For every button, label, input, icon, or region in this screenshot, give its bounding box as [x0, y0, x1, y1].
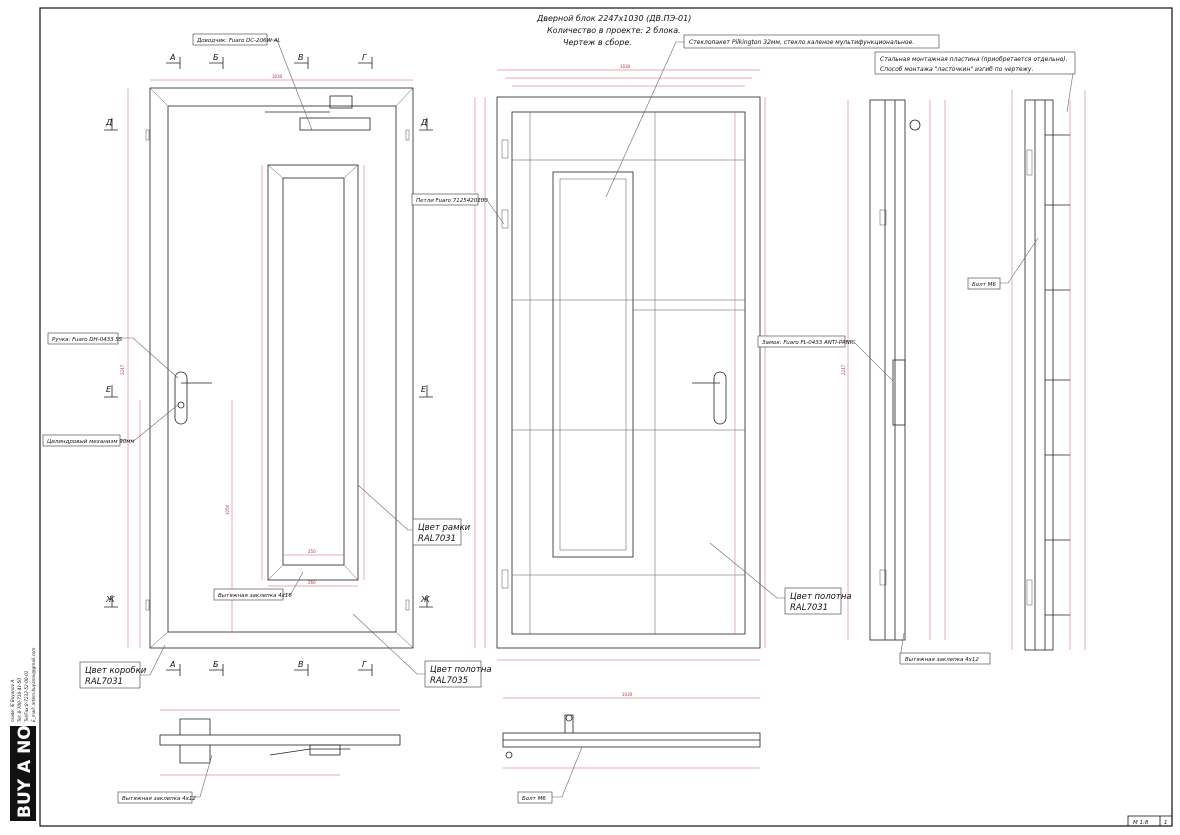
sheet-number: 1	[1164, 820, 1168, 826]
svg-text:Г: Г	[362, 660, 367, 669]
svg-text:Е: Е	[421, 385, 427, 394]
callout-hinges: Петли Fuaro 7125420100	[416, 198, 488, 204]
callout-lock: Замок: Fuaro FL-0433 ANTI-PANIC	[762, 340, 855, 346]
svg-text:Ж: Ж	[105, 595, 115, 604]
dim-glass-inner: 250	[308, 549, 316, 554]
handle-icon	[174, 371, 188, 425]
callout-plate-1: Стальная монтажная пластина (приобретает…	[880, 56, 1068, 63]
dim-glass-outer: 260	[308, 580, 316, 585]
drawing-title: Дверной блок 2247х1030 (ДВ.ПЭ-01) Количе…	[536, 14, 691, 47]
svg-text:Е: Е	[106, 385, 112, 394]
callout-box-color-1: Цвет коробки	[85, 666, 147, 676]
callout-leaf-back-1: Цвет полотна	[790, 592, 852, 602]
svg-text:А: А	[169, 53, 175, 62]
section-marks: А Б В Г А Б В Г Д Д Е Е Ж Ж	[104, 53, 433, 676]
title-line-2: Количество в проекте: 2 блока.	[547, 26, 681, 35]
bottom-section-right: 1030	[502, 692, 761, 769]
dim-handle: 1050	[225, 504, 230, 515]
callout-rivet-bottom: Вытяжная заклепка 4х12	[122, 796, 196, 802]
callout-frame-color-1: Цвет рамки	[418, 523, 471, 533]
svg-text:1030: 1030	[622, 692, 633, 697]
callout-cylinder: Цилиндровый механизм 90мм	[47, 439, 135, 445]
callout-bolt-side: Болт М6	[972, 282, 996, 288]
dim-back-width: 1030	[620, 64, 631, 69]
bottom-section-left	[159, 709, 401, 776]
sheet-border	[39, 7, 1173, 827]
svg-text:В: В	[298, 53, 304, 62]
author-email: E_mail: artem.buyanov@gmail.com	[31, 647, 36, 722]
callout-rivet-side: Вытяжная заклепка 4х12	[905, 657, 979, 663]
callout-glass: Стеклопакет Pilkington 32мм, стекло кале…	[689, 39, 914, 46]
callout-frame-color-2: RAL7031	[418, 534, 456, 544]
svg-text:А: А	[169, 660, 175, 669]
callout-leaf-back-2: RAL7031	[790, 603, 828, 613]
back-view: 1030	[474, 64, 766, 661]
callout-handle: Ручка: Fuaro DH-0433 SS	[52, 337, 123, 343]
svg-text:Ж: Ж	[420, 595, 430, 604]
callout-leaf-front-2: RAL7035	[430, 676, 468, 686]
svg-text:В: В	[298, 660, 304, 669]
logo	[10, 726, 36, 821]
callout-box-color-2: RAL7031	[85, 677, 123, 687]
callouts: Стеклопакет Pilkington 32мм, стекло кале…	[42, 33, 1076, 804]
dim-width: 1030	[272, 74, 283, 79]
svg-text:Д: Д	[105, 118, 112, 127]
callout-rivet-frame: Вытяжная заклепка 4х16	[218, 593, 292, 599]
scale-text: М 1:8	[1133, 820, 1149, 826]
callout-closer: Доводчик: Fuaro DC-206W AL	[196, 38, 281, 44]
svg-text:Б: Б	[213, 53, 219, 62]
callout-leaf-front-1: Цвет полотна	[430, 665, 492, 675]
author-tel: Tel: 8-700-716-41-50	[17, 678, 22, 722]
svg-text:Д: Д	[420, 118, 427, 127]
svg-text:2247: 2247	[841, 364, 846, 375]
side-section-view: 2247	[841, 99, 946, 641]
author-block: BUY A NOV made: IE Buyanov A. Tel: 8-700…	[10, 647, 36, 821]
author-fax: Tel/Fax:8-7232-52-00-01	[24, 670, 29, 722]
front-view: 1030 2247 250 260 1050	[120, 74, 414, 649]
svg-text:Г: Г	[362, 53, 367, 62]
svg-text:Б: Б	[213, 660, 219, 669]
title-line-1: Дверной блок 2247х1030 (ДВ.ПЭ-01)	[536, 14, 691, 23]
dim-height: 2247	[120, 364, 125, 375]
title-line-3: Чертеж в сборе.	[563, 38, 632, 47]
mounting-plate-view	[1011, 90, 1086, 651]
callout-bolt-bottom: Болт М6	[522, 796, 546, 802]
logo-text: BUY A NOV	[15, 712, 35, 818]
author-made: made: IE Buyanov A.	[10, 678, 15, 722]
callout-plate-2: Способ монтажа "ласточкин" изгиб по черт…	[880, 66, 1033, 73]
title-stamp: М 1:8 1	[1127, 815, 1173, 827]
